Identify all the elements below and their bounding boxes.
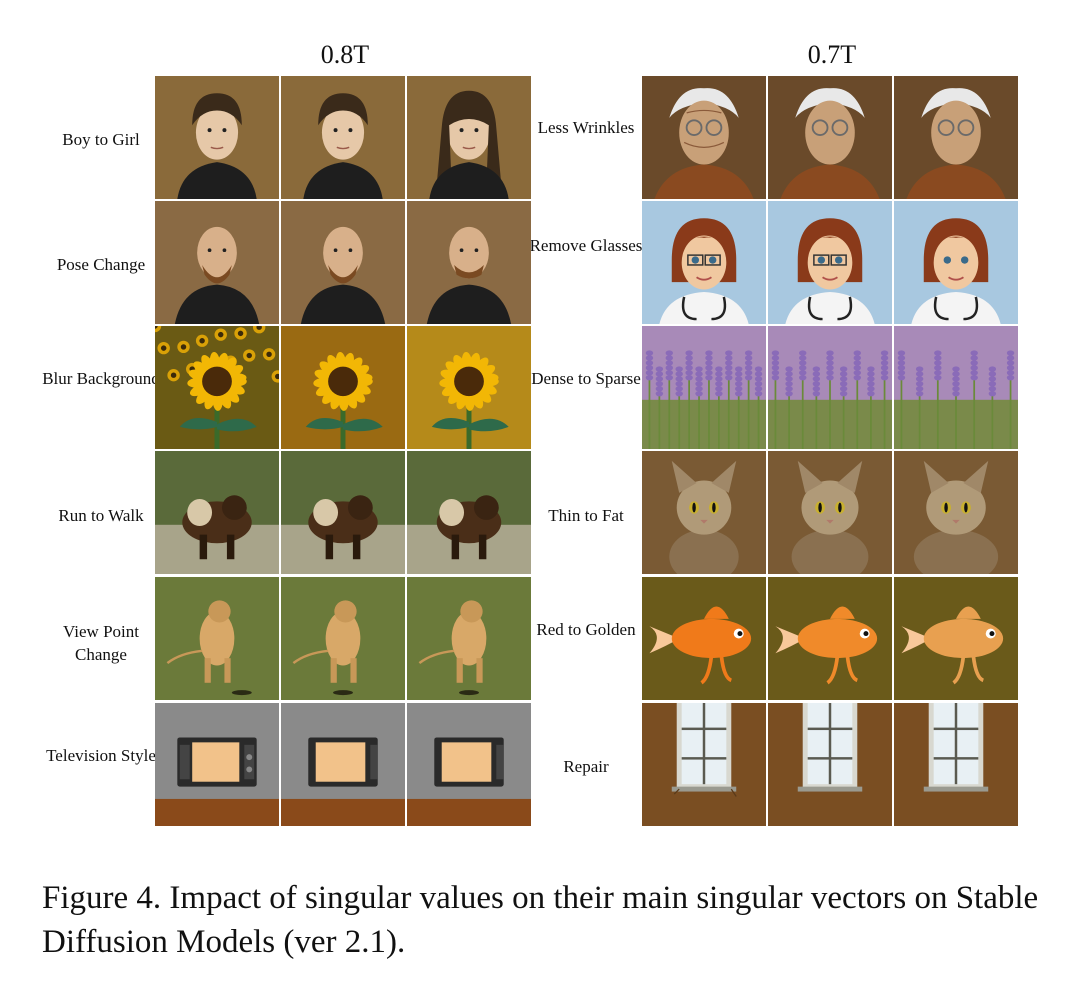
right-window-image-1: [642, 703, 766, 826]
left-row-label: Blur Background: [42, 369, 160, 388]
left-boy-portrait-image-3: [407, 76, 531, 199]
right-cartoon-doctor-image-1: [642, 201, 766, 324]
left-sunflower-image-1: [155, 326, 279, 449]
left-row-label: Pose Change: [56, 255, 146, 274]
right-cartoon-doctor-image-3: [894, 201, 1018, 324]
figure-caption: Figure 4. Impact of singular values on t…: [42, 880, 1039, 960]
left-lioness-image-2: [281, 577, 405, 700]
left-television-image-3: [407, 703, 531, 826]
right-cat-image-3: [894, 451, 1018, 574]
left-boy-portrait-image-2: [281, 76, 405, 199]
right-row-label: Red to Golden: [536, 620, 636, 639]
left-television-image-2: [281, 703, 405, 826]
right-elderly-man-portrait-image-1: [642, 76, 766, 199]
left-television-image-1: [155, 703, 279, 826]
right-goldfish-image-2: [768, 577, 892, 700]
left-sunflower-image-3: [407, 326, 531, 449]
right-cat-image-1: [642, 451, 766, 574]
left-brown-bear-image-2: [281, 451, 405, 574]
left-row-label: View Point Change: [63, 622, 139, 664]
right-lavender-image-2: [768, 326, 892, 449]
right-row-label: Repair: [563, 757, 609, 776]
right-group-title: 0.7T: [807, 40, 857, 69]
left-sunflower-image-2: [281, 326, 405, 449]
right-row-label: Remove Glasses: [529, 236, 643, 255]
left-bald-man-portrait-image-2: [281, 201, 405, 324]
right-row-label: Less Wrinkles: [537, 118, 635, 137]
left-row-label: Run to Walk: [58, 506, 144, 525]
right-row-label: Thin to Fat: [548, 506, 624, 525]
left-brown-bear-image-1: [155, 451, 279, 574]
right-elderly-man-portrait-image-3: [894, 76, 1018, 199]
right-window-image-2: [768, 703, 892, 826]
right-lavender-image-1: [642, 326, 766, 449]
left-brown-bear-image-3: [407, 451, 531, 574]
right-lavender-image-3: [894, 326, 1018, 449]
left-bald-man-portrait-image-3: [407, 201, 531, 324]
left-lioness-image-3: [407, 577, 531, 700]
right-cat-image-2: [768, 451, 892, 574]
left-lioness-image-1: [155, 577, 279, 700]
right-elderly-man-portrait-image-2: [768, 76, 892, 199]
left-boy-portrait-image-1: [155, 76, 279, 199]
right-goldfish-image-3: [894, 577, 1018, 700]
left-bald-man-portrait-image-1: [155, 201, 279, 324]
left-row-label: Television Style: [46, 746, 156, 765]
right-window-image-3: [894, 703, 1018, 826]
right-cartoon-doctor-image-2: [768, 201, 892, 324]
right-goldfish-image-1: [642, 577, 766, 700]
right-row-label: Dense to Sparse: [531, 369, 641, 388]
left-group-title: 0.8T: [320, 40, 370, 69]
left-row-label: Boy to Girl: [62, 130, 140, 149]
